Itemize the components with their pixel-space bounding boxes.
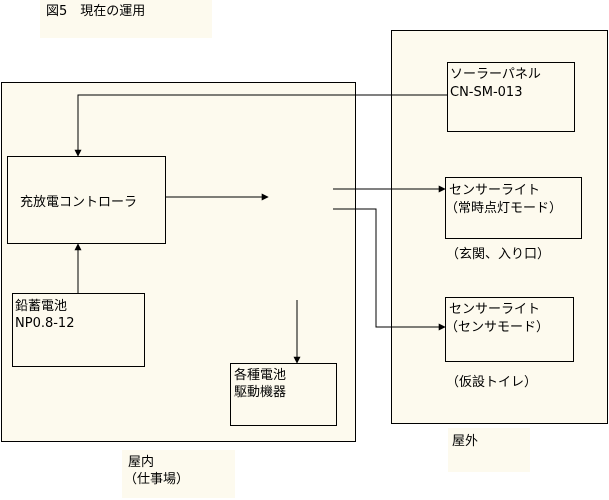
to-light2-line xyxy=(333,208,446,331)
indoor-caption-line2: （仕事場） xyxy=(124,472,190,487)
battery-label-line2: NP0.8-12 xyxy=(15,316,75,331)
title-shade xyxy=(40,0,212,38)
solar-panel-label-line2: CN-SM-013 xyxy=(450,85,523,100)
controller-box xyxy=(7,156,166,244)
sensor-light-2-label-line1: センサーライト xyxy=(449,302,541,317)
devices-box xyxy=(230,363,337,426)
devices-label-line1: 各種電池 xyxy=(234,368,287,383)
sensor-light-1-label-line1: センサーライト xyxy=(449,183,541,198)
indoor-caption-line1: 屋内 xyxy=(128,455,155,470)
sensor-light-2-location: （仮設トイレ） xyxy=(446,375,538,390)
diagram-title: 図5 現在の運用 xyxy=(46,4,146,19)
battery-label-line1: 鉛蓄電池 xyxy=(15,299,68,314)
solar-panel-box xyxy=(447,62,575,132)
sensor-light-2-label-line2: （センサモード） xyxy=(445,320,550,335)
sensor-light-1-box xyxy=(445,177,582,239)
outdoor-caption-shade xyxy=(448,428,530,472)
devices-label-line2: 駆動機器 xyxy=(234,385,287,400)
indoor-caption-shade xyxy=(122,450,235,498)
controller-label: 充放電コントローラ xyxy=(20,195,138,210)
panel-to-controller-line xyxy=(74,94,447,157)
solar-panel-label-line1: ソーラーパネル xyxy=(450,67,541,82)
battery-box xyxy=(12,293,145,367)
sensor-light-2-box xyxy=(445,297,574,362)
outdoor-caption: 屋外 xyxy=(452,434,479,449)
sensor-light-1-location: （玄関、入り口） xyxy=(446,247,551,262)
sensor-light-1-label-line2: （常時点灯モード） xyxy=(445,201,563,216)
